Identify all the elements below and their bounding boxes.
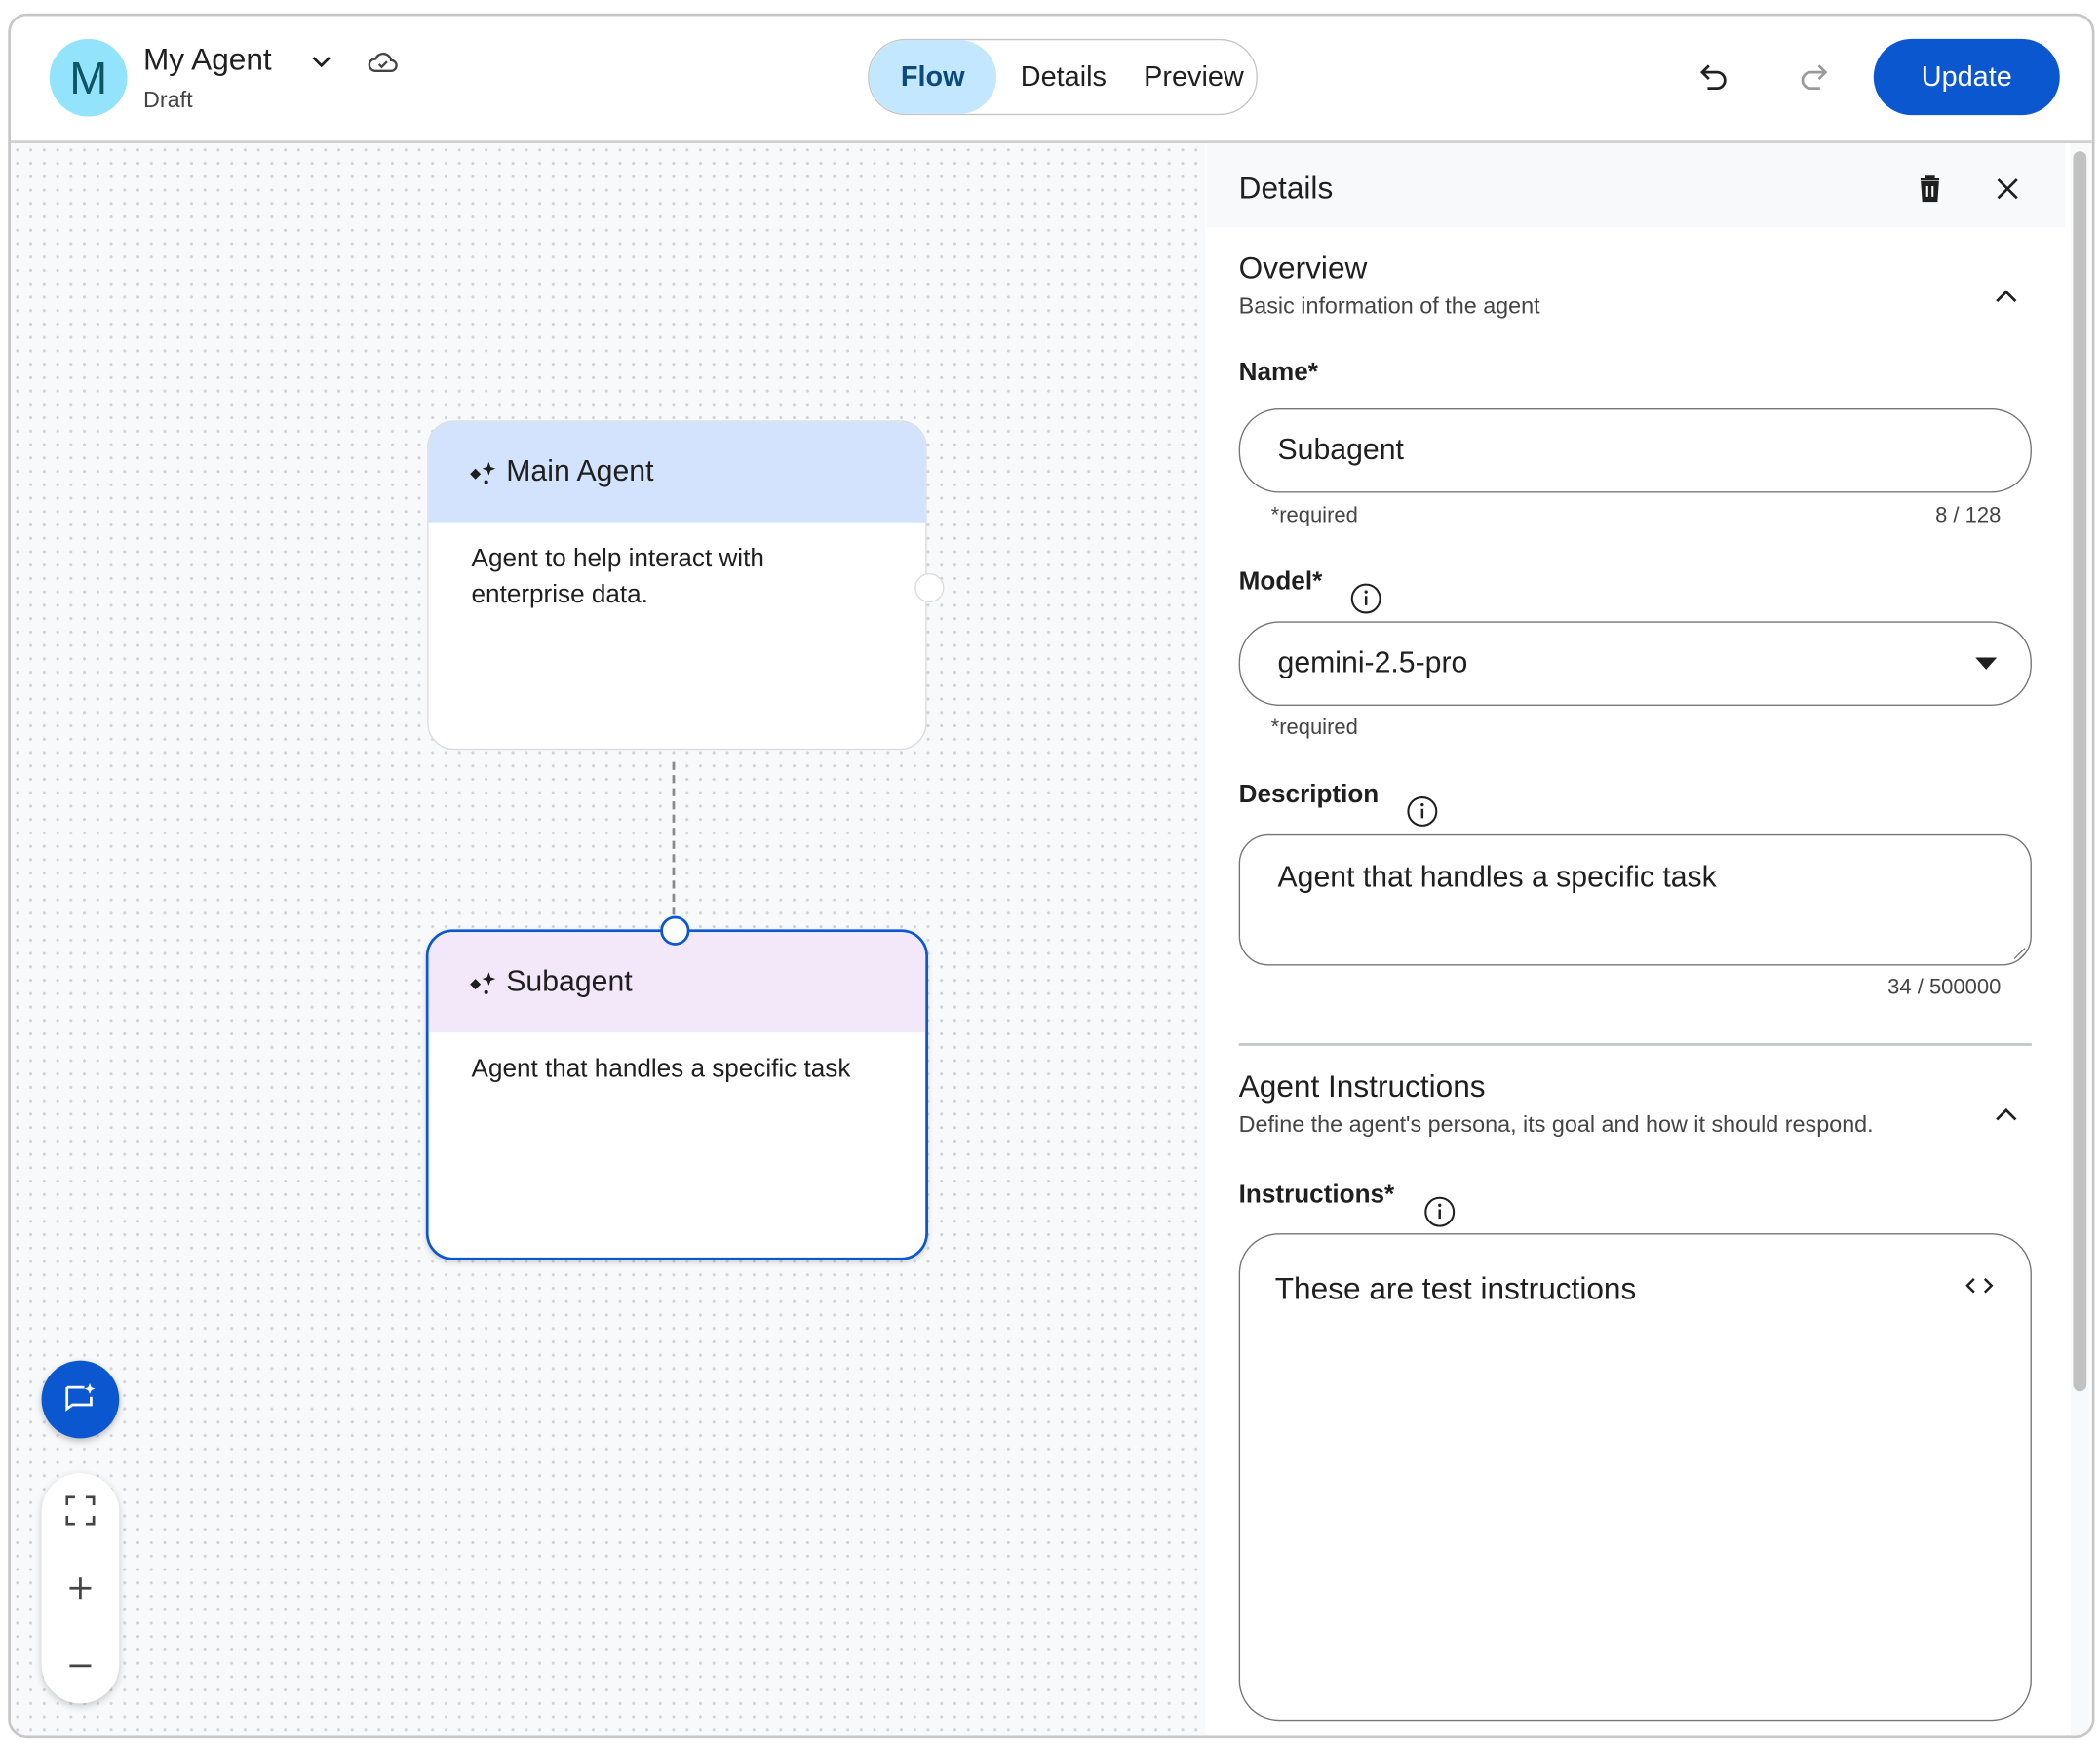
dropdown-arrow-icon	[1975, 657, 1998, 670]
description-label: Description	[1238, 780, 1380, 809]
top-bar: M My Agent Draft Flow Details Preview Up…	[10, 16, 2092, 143]
overview-subtitle: Basic information of the agent	[1238, 292, 1540, 319]
name-value: Subagent	[1277, 432, 1404, 467]
tab-details[interactable]: Details	[1020, 61, 1107, 93]
undo-icon[interactable]	[1696, 58, 1731, 94]
instructions-label: Instructions*	[1238, 1181, 1395, 1210]
collapse-instructions-icon[interactable]	[1994, 1106, 2018, 1122]
sparkle-icon	[466, 970, 498, 999]
name-hint: *required	[1270, 504, 1358, 528]
model-select[interactable]: gemini-2.5-pro	[1238, 621, 2032, 706]
description-textarea[interactable]: Agent that handles a specific task	[1238, 833, 2032, 966]
agent-status: Draft	[142, 87, 193, 113]
close-icon[interactable]	[1996, 176, 2020, 201]
scrollbar-thumb[interactable]	[2073, 151, 2087, 1392]
zoom-controls	[41, 1473, 120, 1704]
instructions-editor[interactable]: These are test instructions	[1238, 1233, 2032, 1722]
zoom-in-icon[interactable]	[65, 1573, 95, 1603]
name-count: 8 / 128	[1935, 504, 2002, 528]
info-icon[interactable]	[1423, 1196, 1456, 1228]
connection-edge	[672, 761, 676, 928]
resize-handle-icon[interactable]	[2013, 947, 2027, 960]
view-tabs: Flow Details Preview	[868, 38, 1258, 116]
info-icon[interactable]	[1406, 795, 1438, 828]
instructions-subtitle: Define the agent's persona, its goal and…	[1238, 1111, 1874, 1138]
main-agent-node[interactable]: Main Agent Agent to help interact with e…	[427, 420, 927, 751]
model-hint: *required	[1270, 716, 1358, 740]
input-handle[interactable]	[660, 915, 690, 946]
collapse-overview-icon[interactable]	[1994, 288, 2018, 303]
panel-title: Details	[1238, 170, 1334, 206]
chat-spark-icon	[65, 1383, 96, 1412]
info-icon[interactable]	[1350, 583, 1382, 615]
subagent-node[interactable]: Subagent Agent that handles a specific t…	[425, 929, 928, 1260]
instructions-value: These are test instructions	[1274, 1270, 1637, 1306]
node-description: Agent that handles a specific task	[471, 1055, 851, 1084]
code-view-icon[interactable]	[1964, 1275, 1996, 1297]
node-title: Subagent	[506, 964, 633, 998]
delete-icon[interactable]	[1918, 175, 1942, 203]
update-button[interactable]: Update	[1873, 38, 2060, 116]
redo-icon[interactable]	[1796, 58, 1831, 94]
app-window: M My Agent Draft Flow Details Preview Up…	[8, 13, 2095, 1739]
ai-assistant-button[interactable]	[41, 1360, 120, 1439]
scrollbar-track[interactable]	[2070, 142, 2089, 1736]
description-count: 34 / 500000	[1887, 976, 2002, 999]
sparkle-icon	[466, 459, 498, 488]
flow-canvas[interactable]: Main Agent Agent to help interact with e…	[10, 142, 1206, 1736]
panel-header: Details	[1206, 142, 2066, 228]
fit-view-icon[interactable]	[65, 1495, 96, 1526]
description-value: Agent that handles a specific task	[1277, 859, 1717, 894]
output-handle[interactable]	[914, 572, 945, 603]
tab-preview[interactable]: Preview	[1144, 61, 1244, 93]
tab-flow[interactable]: Flow	[869, 40, 997, 114]
node-title: Main Agent	[506, 453, 654, 488]
agent-name: My Agent	[142, 41, 272, 77]
model-value: gemini-2.5-pro	[1277, 645, 1468, 679]
instructions-title: Agent Instructions	[1238, 1068, 1486, 1104]
overview-title: Overview	[1238, 250, 1368, 286]
chevron-down-icon[interactable]	[308, 48, 334, 74]
details-panel: Details Overview Basic information of th…	[1206, 142, 2066, 1736]
zoom-out-icon[interactable]	[65, 1651, 95, 1681]
name-input[interactable]: Subagent	[1238, 407, 2032, 493]
avatar: M	[49, 38, 128, 117]
cloud-saved-icon	[367, 48, 399, 74]
section-divider	[1238, 1043, 2032, 1046]
node-description: Agent to help interact with enterprise d…	[471, 545, 764, 610]
model-label: Model*	[1238, 567, 1323, 597]
name-label: Name*	[1238, 359, 1318, 387]
